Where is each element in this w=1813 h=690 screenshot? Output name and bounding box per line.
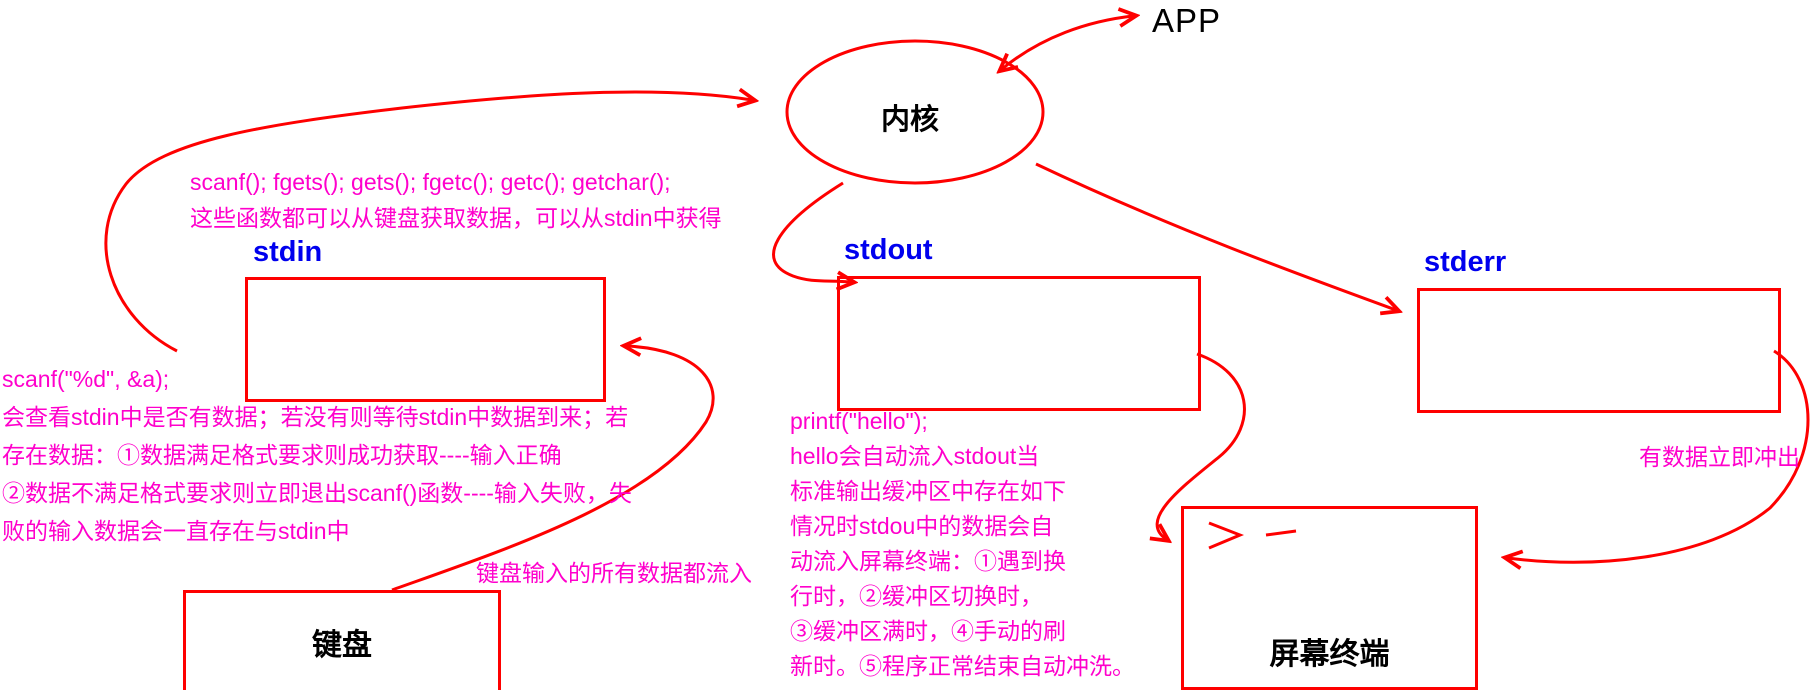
printf-note-line: ③缓冲区满时，④手动的刷	[790, 618, 1066, 644]
terminal-box: 屏幕终端	[1181, 506, 1478, 690]
arrow-kernel-to-stdout	[772, 181, 851, 282]
printf-note-line: 情况时stdou中的数据会自	[790, 513, 1054, 539]
arrow-kernel-app-bidirectional	[1002, 16, 1133, 69]
printf-note: printf("hello"); hello会自动流入stdout当 标准输出缓…	[790, 404, 1135, 684]
stderr-label: stderr	[1424, 246, 1507, 278]
keyboard-label: 键盘	[312, 629, 372, 662]
stderr-buffer-box	[1417, 288, 1781, 413]
scanf-note: scanf("%d", &a); 会查看stdin中是否有数据；若没有则等待st…	[2, 360, 632, 550]
printf-note-line: 新时。⑤程序正常结束自动冲洗。	[790, 653, 1135, 679]
printf-note-line: 行时，②缓冲区切换时，	[790, 583, 1043, 609]
app-label: APP	[1152, 2, 1222, 39]
keyboard-flow-note: 键盘输入的所有数据都流入	[476, 560, 752, 586]
stderr-flow-note: 有数据立即冲出	[1639, 444, 1800, 470]
printf-note-line: printf("hello");	[790, 408, 928, 434]
scanf-note-line: scanf("%d", &a);	[2, 366, 170, 392]
scanf-note-line: 会查看stdin中是否有数据；若没有则等待stdin中数据到来；若	[2, 404, 629, 430]
printf-note-line: 标准输出缓冲区中存在如下	[790, 478, 1066, 504]
stdin-functions-line: scanf(); fgets(); gets(); fgetc(); getc(…	[190, 169, 671, 195]
keyboard-box: 键盘	[183, 590, 501, 690]
stdin-label: stdin	[253, 236, 323, 268]
terminal-label: 屏幕终端	[1269, 638, 1390, 671]
stdout-label: stdout	[844, 234, 933, 266]
stdin-buffer-box	[245, 277, 606, 402]
stdout-buffer-box	[837, 276, 1201, 411]
stdin-functions-line: 这些函数都可以从键盘获取数据，可以从stdin中获得	[190, 205, 722, 231]
kernel-label: 内核	[880, 104, 939, 136]
scanf-note-line: 败的输入数据会一直存在与stdin中	[2, 518, 350, 544]
printf-note-line: 动流入屏幕终端：①遇到换	[790, 548, 1066, 574]
printf-note-line: hello会自动流入stdout当	[790, 443, 1040, 469]
scanf-note-line: ②数据不满足格式要求则立即退出scanf()函数----输入失败，失	[2, 480, 632, 506]
stdin-functions-note: scanf(); fgets(); gets(); fgetc(); getc(…	[190, 164, 722, 236]
scanf-note-line: 存在数据：①数据满足格式要求则成功获取----输入正确	[2, 442, 562, 468]
